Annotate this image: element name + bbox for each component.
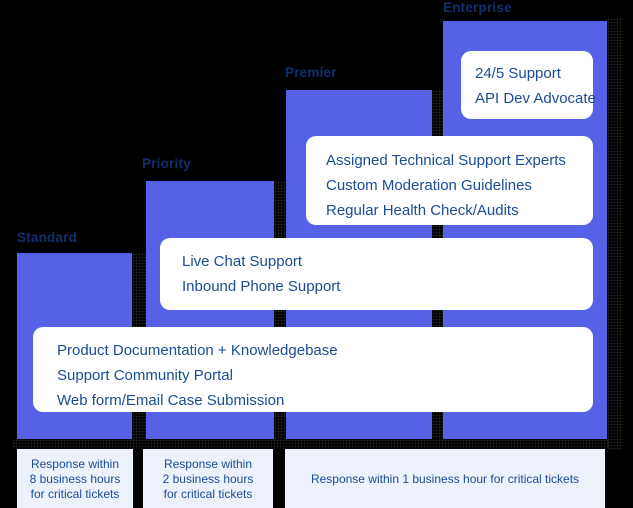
feature-line: Inbound Phone Support [182, 278, 341, 295]
response-bar-priority: Response within 2 business hours for cri… [143, 449, 273, 508]
feature-line: Web form/Email Case Submission [57, 392, 285, 409]
response-line: Response within [30, 457, 120, 471]
response-line: Response within [163, 457, 253, 471]
tier-label-enterprise: Enterprise [443, 0, 512, 15]
response-line: 2 business hours [162, 472, 254, 486]
feature-line: Assigned Technical Support Experts [326, 152, 566, 169]
tier-label-priority: Priority [142, 156, 191, 171]
feature-line: Product Documentation + Knowledgebase [57, 342, 338, 359]
feature-line: API Dev Advocate [475, 90, 596, 107]
feature-card-priority: Live Chat Support Inbound Phone Support [160, 238, 593, 310]
response-line: Response within 1 business hour for crit… [310, 472, 580, 486]
feature-card-standard: Product Documentation + Knowledgebase Su… [33, 327, 593, 412]
response-bar-premier-enterprise: Response within 1 business hour for crit… [285, 449, 605, 508]
grain-texture-right-edge [607, 18, 623, 450]
response-line: for critical tickets [163, 487, 253, 501]
feature-line: Regular Health Check/Audits [326, 202, 519, 219]
response-line: for critical tickets [30, 487, 120, 501]
feature-card-enterprise: 24/5 Support API Dev Advocate [461, 51, 596, 119]
feature-card-premier: Assigned Technical Support Experts Custo… [306, 136, 593, 225]
tier-label-standard: Standard [17, 230, 78, 245]
response-bar-standard: Response within 8 business hours for cri… [17, 449, 133, 508]
feature-line: Support Community Portal [57, 367, 233, 384]
feature-line: Live Chat Support [182, 253, 303, 270]
response-line: 8 business hours [29, 472, 121, 486]
tier-label-premier: Premier [285, 65, 337, 80]
feature-line: 24/5 Support [475, 65, 561, 82]
grain-texture-bottom-band [12, 439, 610, 448]
feature-line: Custom Moderation Guidelines [326, 177, 532, 194]
